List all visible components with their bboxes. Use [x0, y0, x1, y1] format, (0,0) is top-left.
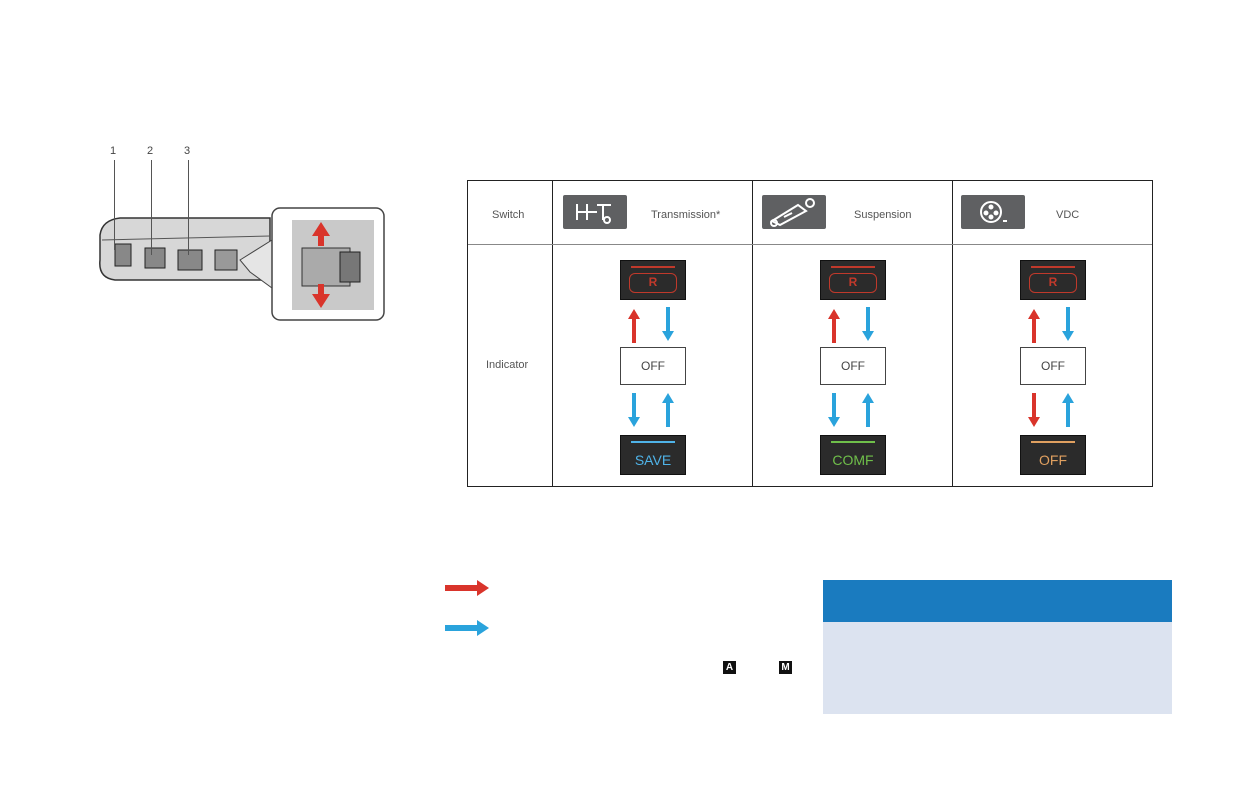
transmission-off-box: OFF	[620, 347, 686, 385]
callout-1: 1	[110, 145, 117, 157]
transmission-save-indicator: SAVE	[620, 435, 686, 475]
red-arrow-legend-icon	[445, 580, 489, 596]
vdc-label: VDC	[1056, 209, 1080, 221]
transmission-lower-arrows	[628, 393, 674, 427]
r-logo: R	[1029, 273, 1077, 293]
table-divider	[952, 181, 953, 486]
mode-table: Switch Indicator Transmission* R OFF SAV…	[467, 180, 1153, 487]
switch-panel-drawing	[99, 207, 385, 321]
note-body	[823, 622, 1172, 714]
key-m-icon: M	[779, 661, 792, 674]
table-divider	[752, 181, 753, 486]
suspension-off-box: OFF	[820, 347, 886, 385]
callout-2: 2	[147, 145, 154, 157]
leader-line-2	[151, 160, 152, 255]
transmission-icon	[563, 195, 627, 229]
indicator-bar	[631, 266, 675, 268]
indicator-row-label: Indicator	[486, 359, 529, 371]
indicator-bar	[631, 441, 675, 443]
key-a-icon: A	[723, 661, 736, 674]
indicator-bar	[1031, 441, 1075, 443]
r-logo: R	[829, 273, 877, 293]
table-divider	[552, 181, 553, 486]
transmission-r-indicator: R	[620, 260, 686, 300]
vdc-r-indicator: R	[1020, 260, 1086, 300]
blue-arrow-legend-icon	[445, 620, 489, 636]
comf-label: COMF	[832, 452, 874, 468]
callout-3: 3	[184, 145, 191, 157]
suspension-label: Suspension	[854, 209, 912, 221]
vdc-icon	[961, 195, 1025, 229]
switch-row-label: Switch	[492, 209, 525, 221]
transmission-up-down-arrows	[628, 307, 674, 343]
leader-line-3	[188, 160, 189, 255]
suspension-up-down-arrows	[828, 307, 874, 343]
r-logo: R	[629, 273, 677, 293]
vdc-off-box: OFF	[1020, 347, 1086, 385]
suspension-r-indicator: R	[820, 260, 886, 300]
save-label: SAVE	[634, 452, 672, 468]
leader-line-1	[114, 160, 115, 250]
suspension-lower-arrows	[828, 393, 874, 427]
vdc-off-indicator: OFF	[1020, 435, 1086, 475]
transmission-label: Transmission*	[651, 209, 721, 221]
indicator-bar	[1031, 266, 1075, 268]
suspension-icon	[762, 195, 826, 229]
vdc-up-down-arrows	[1028, 307, 1074, 343]
indicator-bar	[831, 441, 875, 443]
indicator-bar	[831, 266, 875, 268]
switch-illustration	[90, 140, 390, 330]
vdc-lower-arrows	[1028, 393, 1074, 427]
vdc-off-label: OFF	[1039, 452, 1067, 468]
suspension-comf-indicator: COMF	[820, 435, 886, 475]
table-header-divider	[468, 244, 1152, 245]
note-header	[823, 580, 1172, 622]
